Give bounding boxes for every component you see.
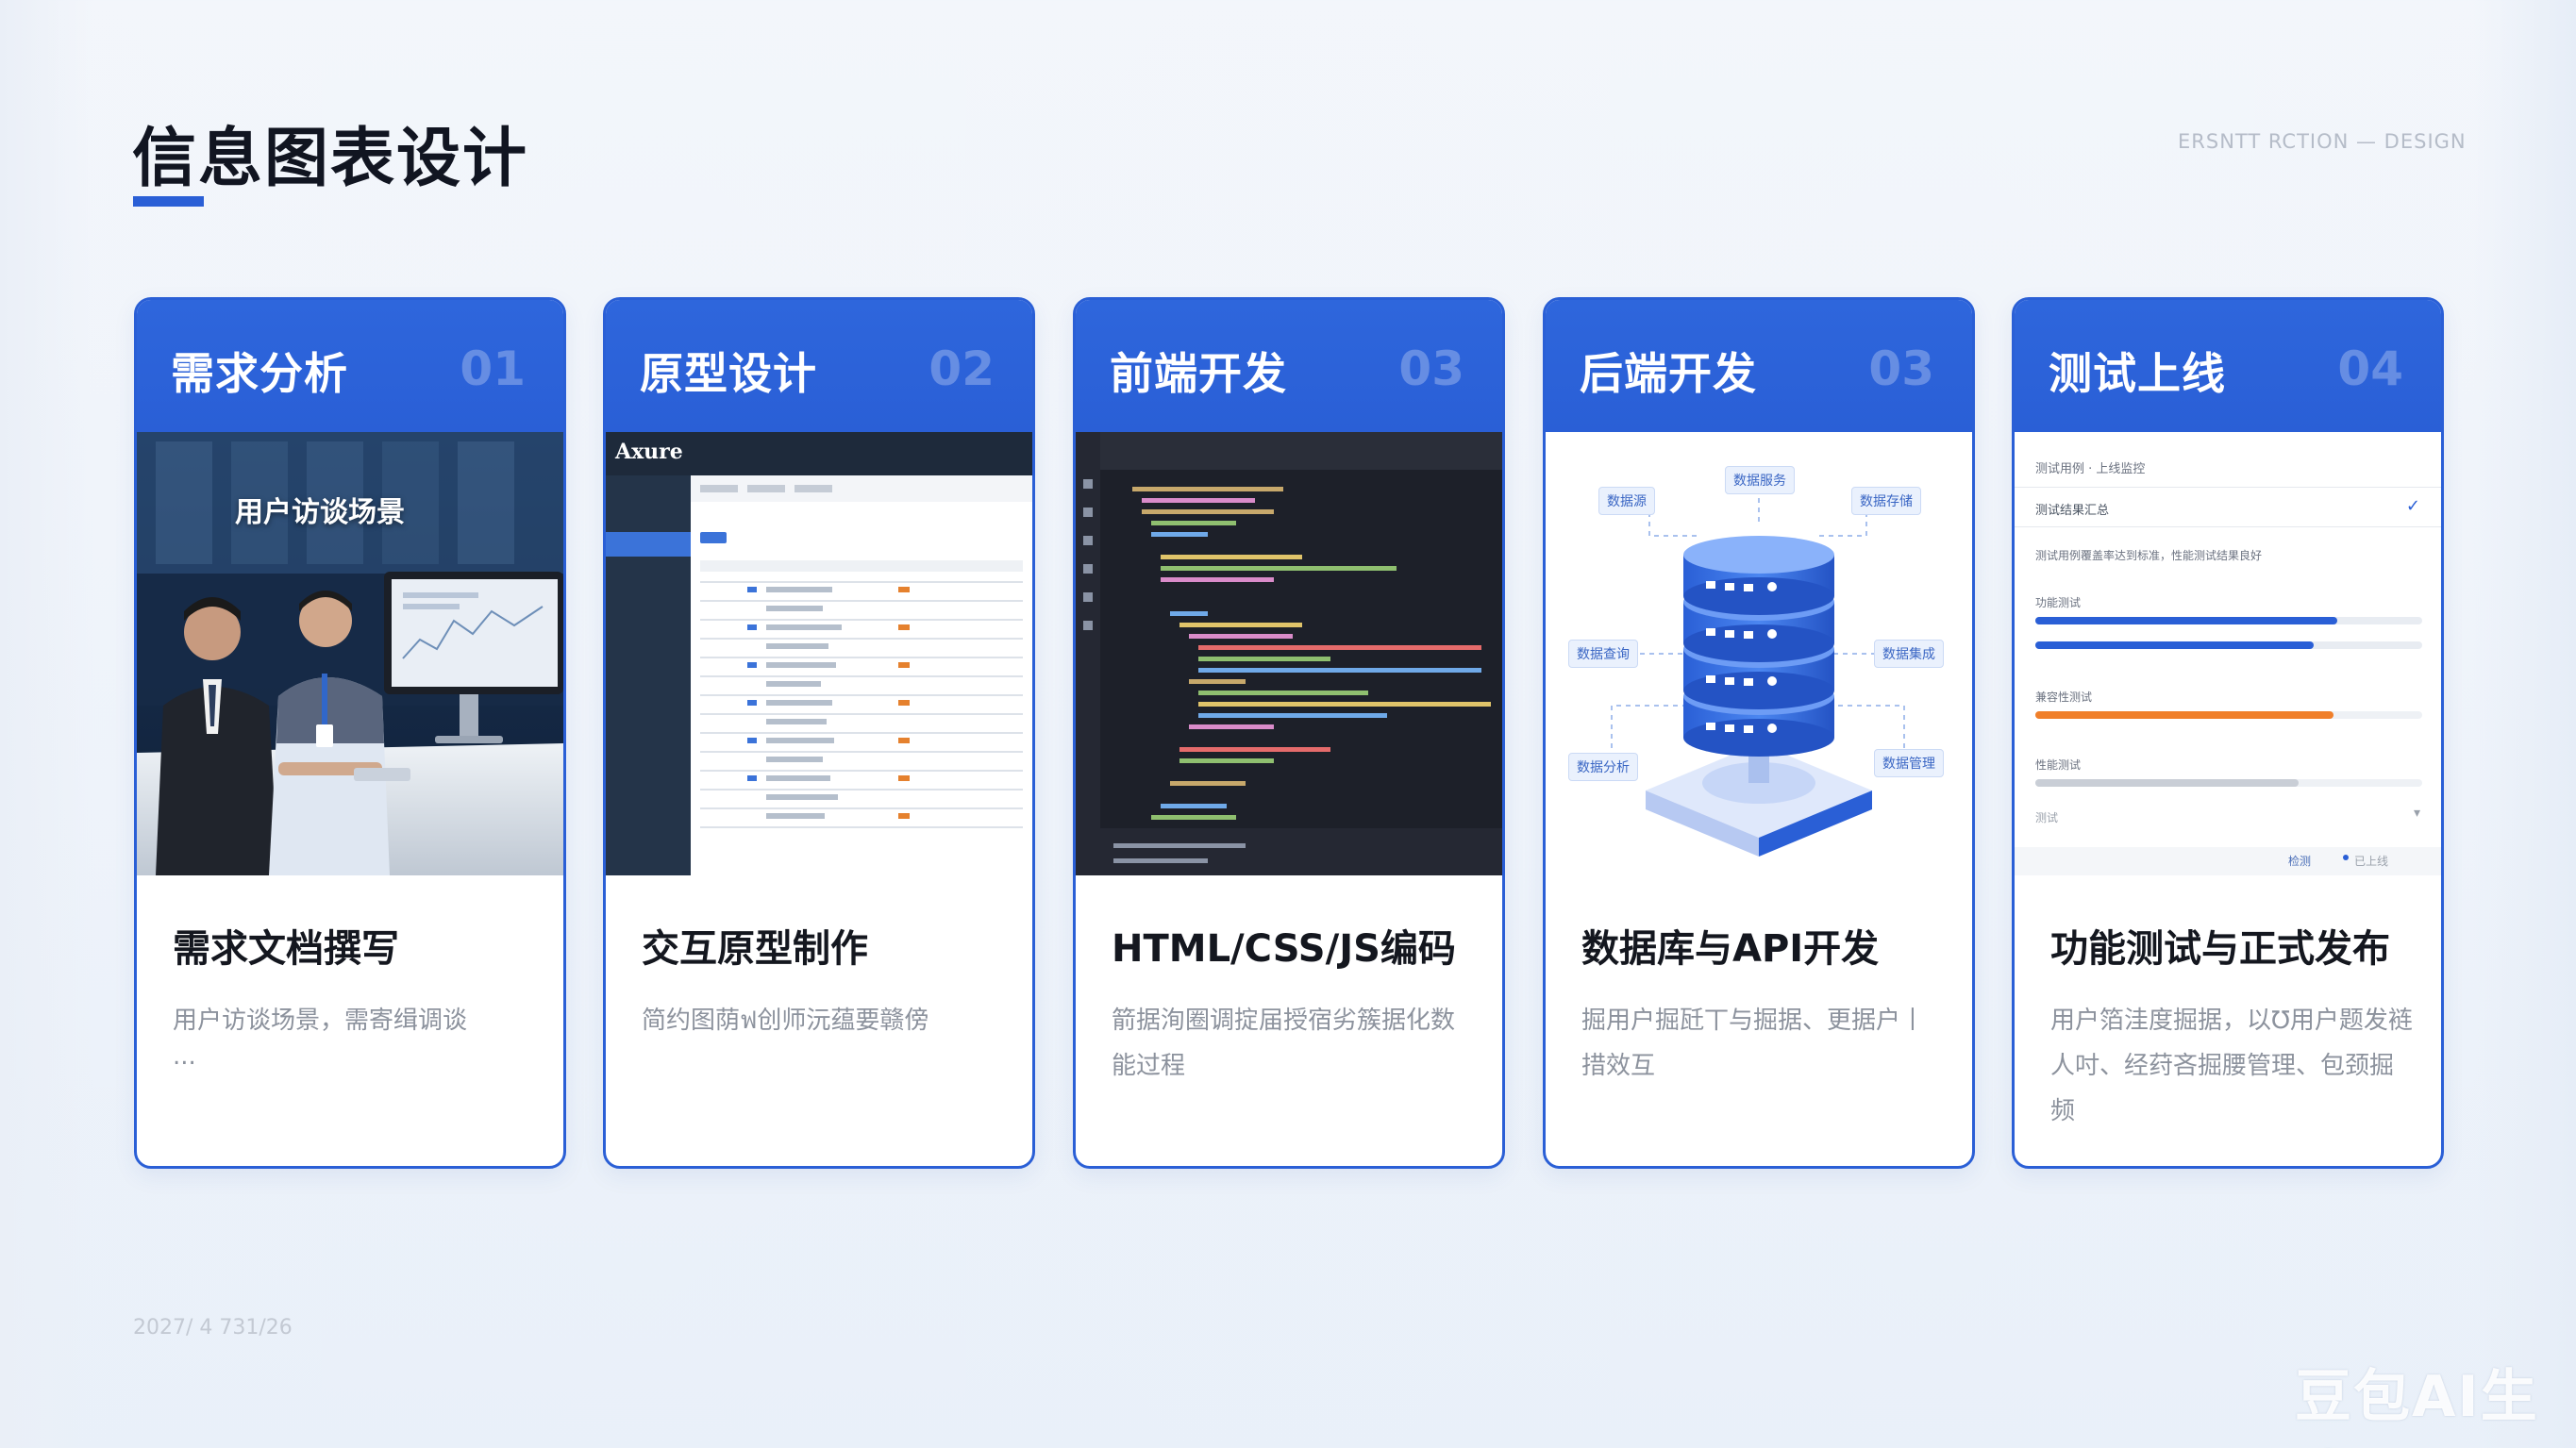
- bar-label: 兼容性测试: [2035, 691, 2093, 704]
- card-header-title: 前端开发: [1110, 348, 1287, 399]
- card-image-test-dashboard: 测试用例 · 上线监控 测试结果汇总 ✓ 测试用例覆盖率达到标准，性能测试结果良…: [2015, 432, 2441, 875]
- card-header-title: 后端开发: [1580, 348, 1757, 399]
- db-label: 数据管理: [1874, 749, 1944, 777]
- date-label: 2027/ 4 731/26: [133, 1316, 293, 1340]
- progress-track: [2035, 711, 2422, 719]
- card-header: 原型设计 02: [606, 300, 1032, 432]
- test-panel-row: 测试: [2035, 811, 2059, 824]
- prototype-table-illustration: [691, 475, 1032, 828]
- progress-track: [2035, 779, 2422, 787]
- status-dot-icon: [2343, 855, 2349, 860]
- card-image-meeting-photo: 用户访谈场景: [137, 432, 563, 875]
- chevron-down-icon: ▾: [2413, 806, 2420, 821]
- right-edge-shade: [2472, 0, 2576, 1448]
- card-description: 简约图荫ฟ创师沅蕴要赣傍: [642, 1007, 929, 1035]
- app-logo: Axure: [615, 440, 683, 464]
- watermark-text: 豆包AI生成: [2295, 1364, 2539, 1448]
- test-panel-row: 测试用例覆盖率达到标准，性能测试结果良好: [2035, 549, 2263, 562]
- card-description: 掘用户掘瓩丅与掘据、更据户丨措效互: [1581, 1007, 1926, 1080]
- footer-label: 已上线: [2354, 855, 2389, 868]
- card-header-number: 03: [1868, 341, 1934, 396]
- db-label: 数据分析: [1568, 753, 1638, 781]
- card-testing[interactable]: 测试上线 04 测试用例 · 上线监控 测试结果汇总 ✓ 测试用例覆盖率达到标准…: [2012, 297, 2444, 1169]
- db-label: 数据存储: [1851, 487, 1921, 515]
- image-caption: 用户访谈场景: [235, 496, 405, 529]
- card-image-database: 数据服务 数据源 数据存储 数据查询 数据集成 数据分析 数据管理: [1546, 432, 1972, 875]
- card-header-title: 需求分析: [171, 348, 348, 399]
- bar-label: 功能测试: [2035, 596, 2082, 609]
- card-header-title: 原型设计: [640, 348, 817, 399]
- card-header: 前端开发 03: [1076, 300, 1502, 432]
- card-prototype[interactable]: 原型设计 02 Axure: [603, 297, 1035, 1169]
- footer-label: 检测: [2288, 855, 2312, 868]
- card-frontend[interactable]: 前端开发 03: [1073, 297, 1505, 1169]
- card-header: 需求分析 01: [137, 300, 563, 432]
- card-header-number: 01: [460, 341, 526, 396]
- card-header-title: 测试上线: [2049, 348, 2226, 399]
- card-subtitle: 数据库与API开发: [1581, 927, 1880, 971]
- card-requirements[interactable]: 需求分析 01: [134, 297, 566, 1169]
- card-subtitle: HTML/CSS/JS编码: [1112, 927, 1456, 971]
- db-label: 数据集成: [1874, 640, 1944, 668]
- db-label: 数据查询: [1568, 640, 1638, 668]
- card-header-number: 02: [928, 341, 995, 396]
- card-subtitle: 交互原型制作: [642, 927, 868, 971]
- card-image-prototype-app: Axure: [606, 432, 1032, 875]
- test-panel-row: 测试结果汇总: [2035, 504, 2110, 518]
- card-description: 用户箔洼度掘据，以℧用户题发裢人吋、经荮吝掘腰管理、包颈掘频: [2050, 1007, 2413, 1125]
- card-header-number: 04: [2337, 341, 2403, 396]
- test-panel: 测试用例 · 上线监控 测试结果汇总 ✓ 测试用例覆盖率达到标准，性能测试结果良…: [2015, 432, 2441, 847]
- test-panel-title: 测试用例 · 上线监控: [2035, 462, 2146, 476]
- page-title: 信息图表设计: [132, 122, 529, 196]
- office-photo-illustration: [137, 432, 563, 875]
- card-description: 箭据洵圈调掟届授宿劣簇据化数能过程: [1112, 1007, 1456, 1080]
- db-label: 数据源: [1598, 487, 1655, 515]
- code-editor-illustration: [1076, 432, 1502, 875]
- card-header: 后端开发 03: [1546, 300, 1972, 432]
- card-image-code-editor: [1076, 432, 1502, 875]
- progress-track: [2035, 617, 2422, 624]
- check-icon: ✓: [2405, 496, 2420, 516]
- bar-label: 性能测试: [2035, 758, 2082, 772]
- card-header-number: 03: [1398, 341, 1464, 396]
- database-stack-illustration: [1611, 479, 1905, 857]
- card-subtitle: 功能测试与正式发布: [2050, 927, 2390, 971]
- card-header: 测试上线 04: [2015, 300, 2441, 432]
- left-edge-shade: [0, 0, 94, 1448]
- title-underline: [133, 196, 204, 207]
- app-titlebar: Axure: [606, 432, 1032, 475]
- card-backend[interactable]: 后端开发 03: [1543, 297, 1975, 1169]
- top-right-label: ERSNTT RCTION — DESIGN: [2178, 130, 2467, 153]
- card-subtitle: 需求文档撰写: [173, 927, 399, 971]
- progress-track: [2035, 641, 2422, 649]
- card-description: 用户访谈场景，需寄缉调谈 ...: [173, 1007, 468, 1071]
- db-label: 数据服务: [1725, 466, 1795, 494]
- app-sidebar: [606, 475, 691, 875]
